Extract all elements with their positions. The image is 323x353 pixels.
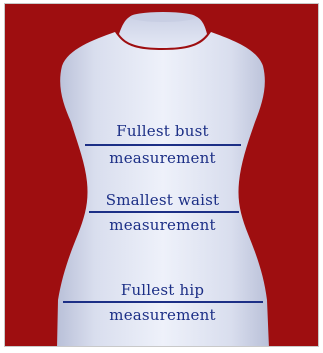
diagram-panel: Fullest bust measurement Smallest waist … (4, 3, 319, 347)
bust-label-line2: measurement (5, 150, 319, 167)
bust-label-line1: Fullest bust (5, 123, 319, 140)
waist-label-line2: measurement (5, 217, 319, 234)
dress-form-torso (57, 32, 269, 347)
dress-form-neck-top (130, 12, 196, 22)
hip-label-line1: Fullest hip (5, 282, 319, 299)
waist-label-line1: Smallest waist (5, 192, 319, 209)
hip-label-line2: measurement (5, 307, 319, 324)
